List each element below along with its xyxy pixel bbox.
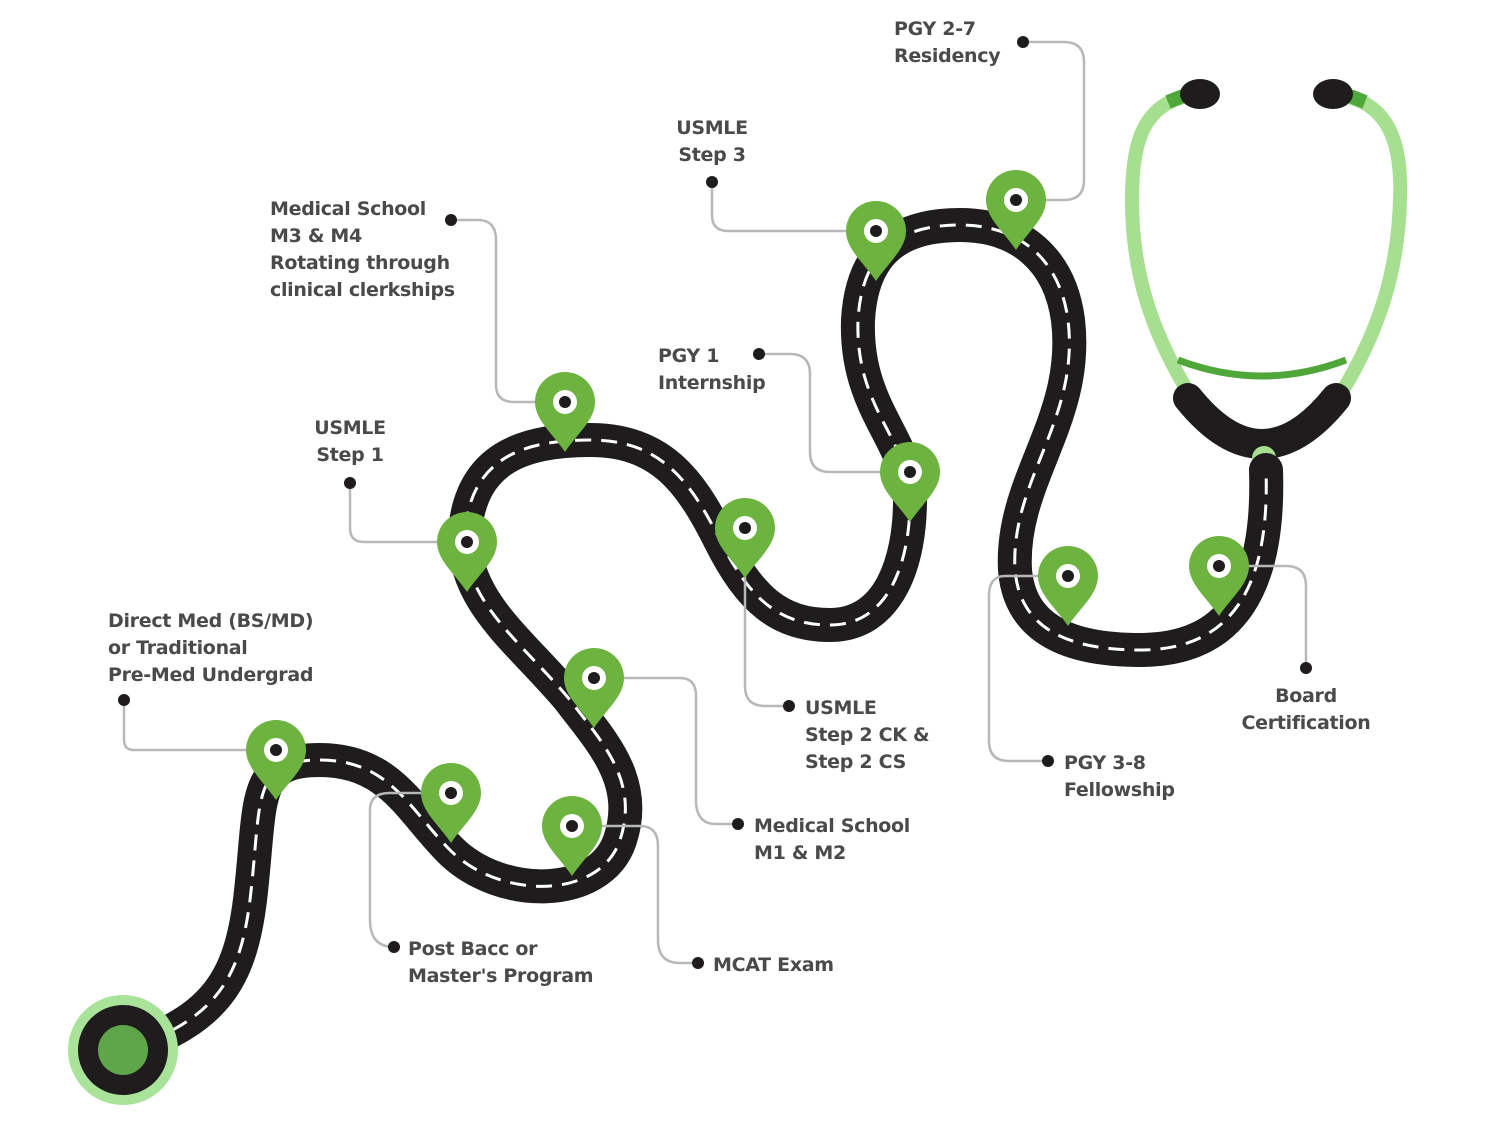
leader-lines	[118, 36, 1312, 969]
milestone-label-step2: USMLE Step 2 CK & Step 2 CS	[805, 697, 929, 773]
map-pin-icon	[542, 796, 602, 876]
milestone-label-postbacc: Post Bacc or Master's Program	[408, 938, 593, 987]
milestone-label-line: Direct Med (BS/MD)	[108, 610, 313, 632]
milestone-label-mcat: MCAT Exam	[713, 954, 834, 976]
milestone-label-line: MCAT Exam	[713, 954, 834, 976]
pin-center	[1010, 194, 1022, 206]
map-pin-icon	[846, 201, 906, 281]
pin-center	[870, 225, 882, 237]
milestone-label-line: Rotating through	[270, 252, 450, 274]
milestone-label-m3m4: Medical School M3 & M4 Rotating through cli…	[270, 198, 455, 301]
start-marker	[68, 995, 178, 1105]
leader-line-m3m4	[451, 218, 551, 404]
milestone-label-line: Step 2 CS	[805, 751, 906, 773]
pin-center	[270, 744, 282, 756]
map-pin-icon	[246, 720, 306, 800]
milestone-label-line: PGY 2-7	[894, 18, 976, 40]
map-pin-icon	[437, 512, 497, 592]
milestone-label-line: USMLE	[805, 697, 877, 719]
map-pin-icon	[564, 648, 624, 728]
milestone-label-line: Medical School	[754, 815, 910, 837]
milestone-label-line: Master's Program	[408, 965, 593, 987]
leader-dot-board	[1300, 662, 1312, 674]
milestone-label-step3: USMLE Step 3	[676, 117, 748, 166]
map-pin-icon	[986, 170, 1046, 250]
pins	[246, 170, 1249, 876]
milestone-label-pgy1: PGY 1 Internship	[658, 345, 765, 394]
map-pin-icon	[880, 442, 940, 522]
milestone-label-line: or Traditional	[108, 637, 248, 659]
milestone-label-step1: USMLE Step 1	[314, 417, 386, 466]
stethoscope-left-earpiece	[1180, 79, 1220, 109]
leader-line-fellowship	[987, 574, 1054, 763]
leader-dot-m1m2	[732, 818, 744, 830]
leader-dot-premed	[118, 694, 130, 706]
leader-line-step3	[710, 182, 862, 233]
leader-line-residency	[1023, 40, 1086, 202]
stethoscope-right-earpiece	[1313, 79, 1353, 109]
leader-dot-fellowship	[1042, 755, 1054, 767]
leader-line-pgy1	[759, 352, 896, 474]
pin-center	[904, 466, 916, 478]
leader-line-mcat	[586, 824, 698, 965]
leader-dot-step1	[344, 477, 356, 489]
map-pin-icon	[1038, 546, 1098, 626]
leader-dot-step2	[783, 700, 795, 712]
stethoscope-spring-bar	[1176, 356, 1348, 380]
milestone-label-line: Step 1	[316, 444, 383, 466]
milestone-label-line: Medical School	[270, 198, 426, 220]
pin-center	[445, 787, 457, 799]
pin-center	[739, 522, 751, 534]
leader-dot-mcat	[692, 957, 704, 969]
milestone-label-line: Post Bacc or	[408, 938, 538, 960]
pin-center	[1213, 560, 1225, 572]
milestone-label-line: USMLE	[314, 417, 386, 439]
milestone-label-line: Internship	[658, 372, 765, 394]
milestone-label-line: Fellowship	[1064, 779, 1175, 801]
leader-dot-step3	[706, 176, 718, 188]
leader-line-postbacc	[368, 791, 437, 949]
milestone-label-line: Certification	[1242, 712, 1371, 734]
pin-center	[559, 396, 571, 408]
leader-line-board	[1233, 564, 1308, 668]
milestone-label-line: PGY 1	[658, 345, 719, 367]
milestone-label-line: Pre-Med Undergrad	[108, 664, 313, 686]
pin-center	[588, 672, 600, 684]
leader-line-step1	[348, 483, 453, 544]
map-pin-icon	[1189, 536, 1249, 616]
map-pin-icon	[535, 372, 595, 452]
stethoscope-left-tube	[1124, 91, 1197, 402]
milestone-label-line: M3 & M4	[270, 225, 362, 247]
stethoscope-right-tube	[1333, 91, 1408, 402]
milestone-label-line: Residency	[894, 45, 1001, 67]
leader-line-premed	[122, 700, 262, 752]
leader-dot-pgy1	[753, 348, 765, 360]
map-pin-icon	[421, 763, 481, 843]
leader-line-step2	[743, 542, 789, 708]
leader-line-m1m2	[608, 676, 738, 826]
pin-center	[566, 820, 578, 832]
milestone-label-line: Board	[1275, 685, 1337, 707]
milestone-label-line: Step 2 CK &	[805, 724, 929, 746]
pin-center	[1062, 570, 1074, 582]
stethoscope-yoke	[1173, 383, 1351, 459]
pin-center	[461, 536, 473, 548]
milestone-label-m1m2: Medical School M1 & M2	[754, 815, 910, 864]
leader-dot-residency	[1017, 36, 1029, 48]
leader-dot-m3m4	[445, 214, 457, 226]
stethoscope-icon	[1124, 79, 1408, 470]
milestone-label-line: M1 & M2	[754, 842, 846, 864]
milestone-label-line: Step 3	[678, 144, 745, 166]
map-pin-icon	[715, 498, 775, 578]
leader-dot-postbacc	[388, 941, 400, 953]
start-core	[98, 1025, 148, 1075]
milestone-label-line: USMLE	[676, 117, 748, 139]
milestone-label-line: PGY 3-8	[1064, 752, 1146, 774]
milestone-label-line: clinical clerkships	[270, 279, 455, 301]
